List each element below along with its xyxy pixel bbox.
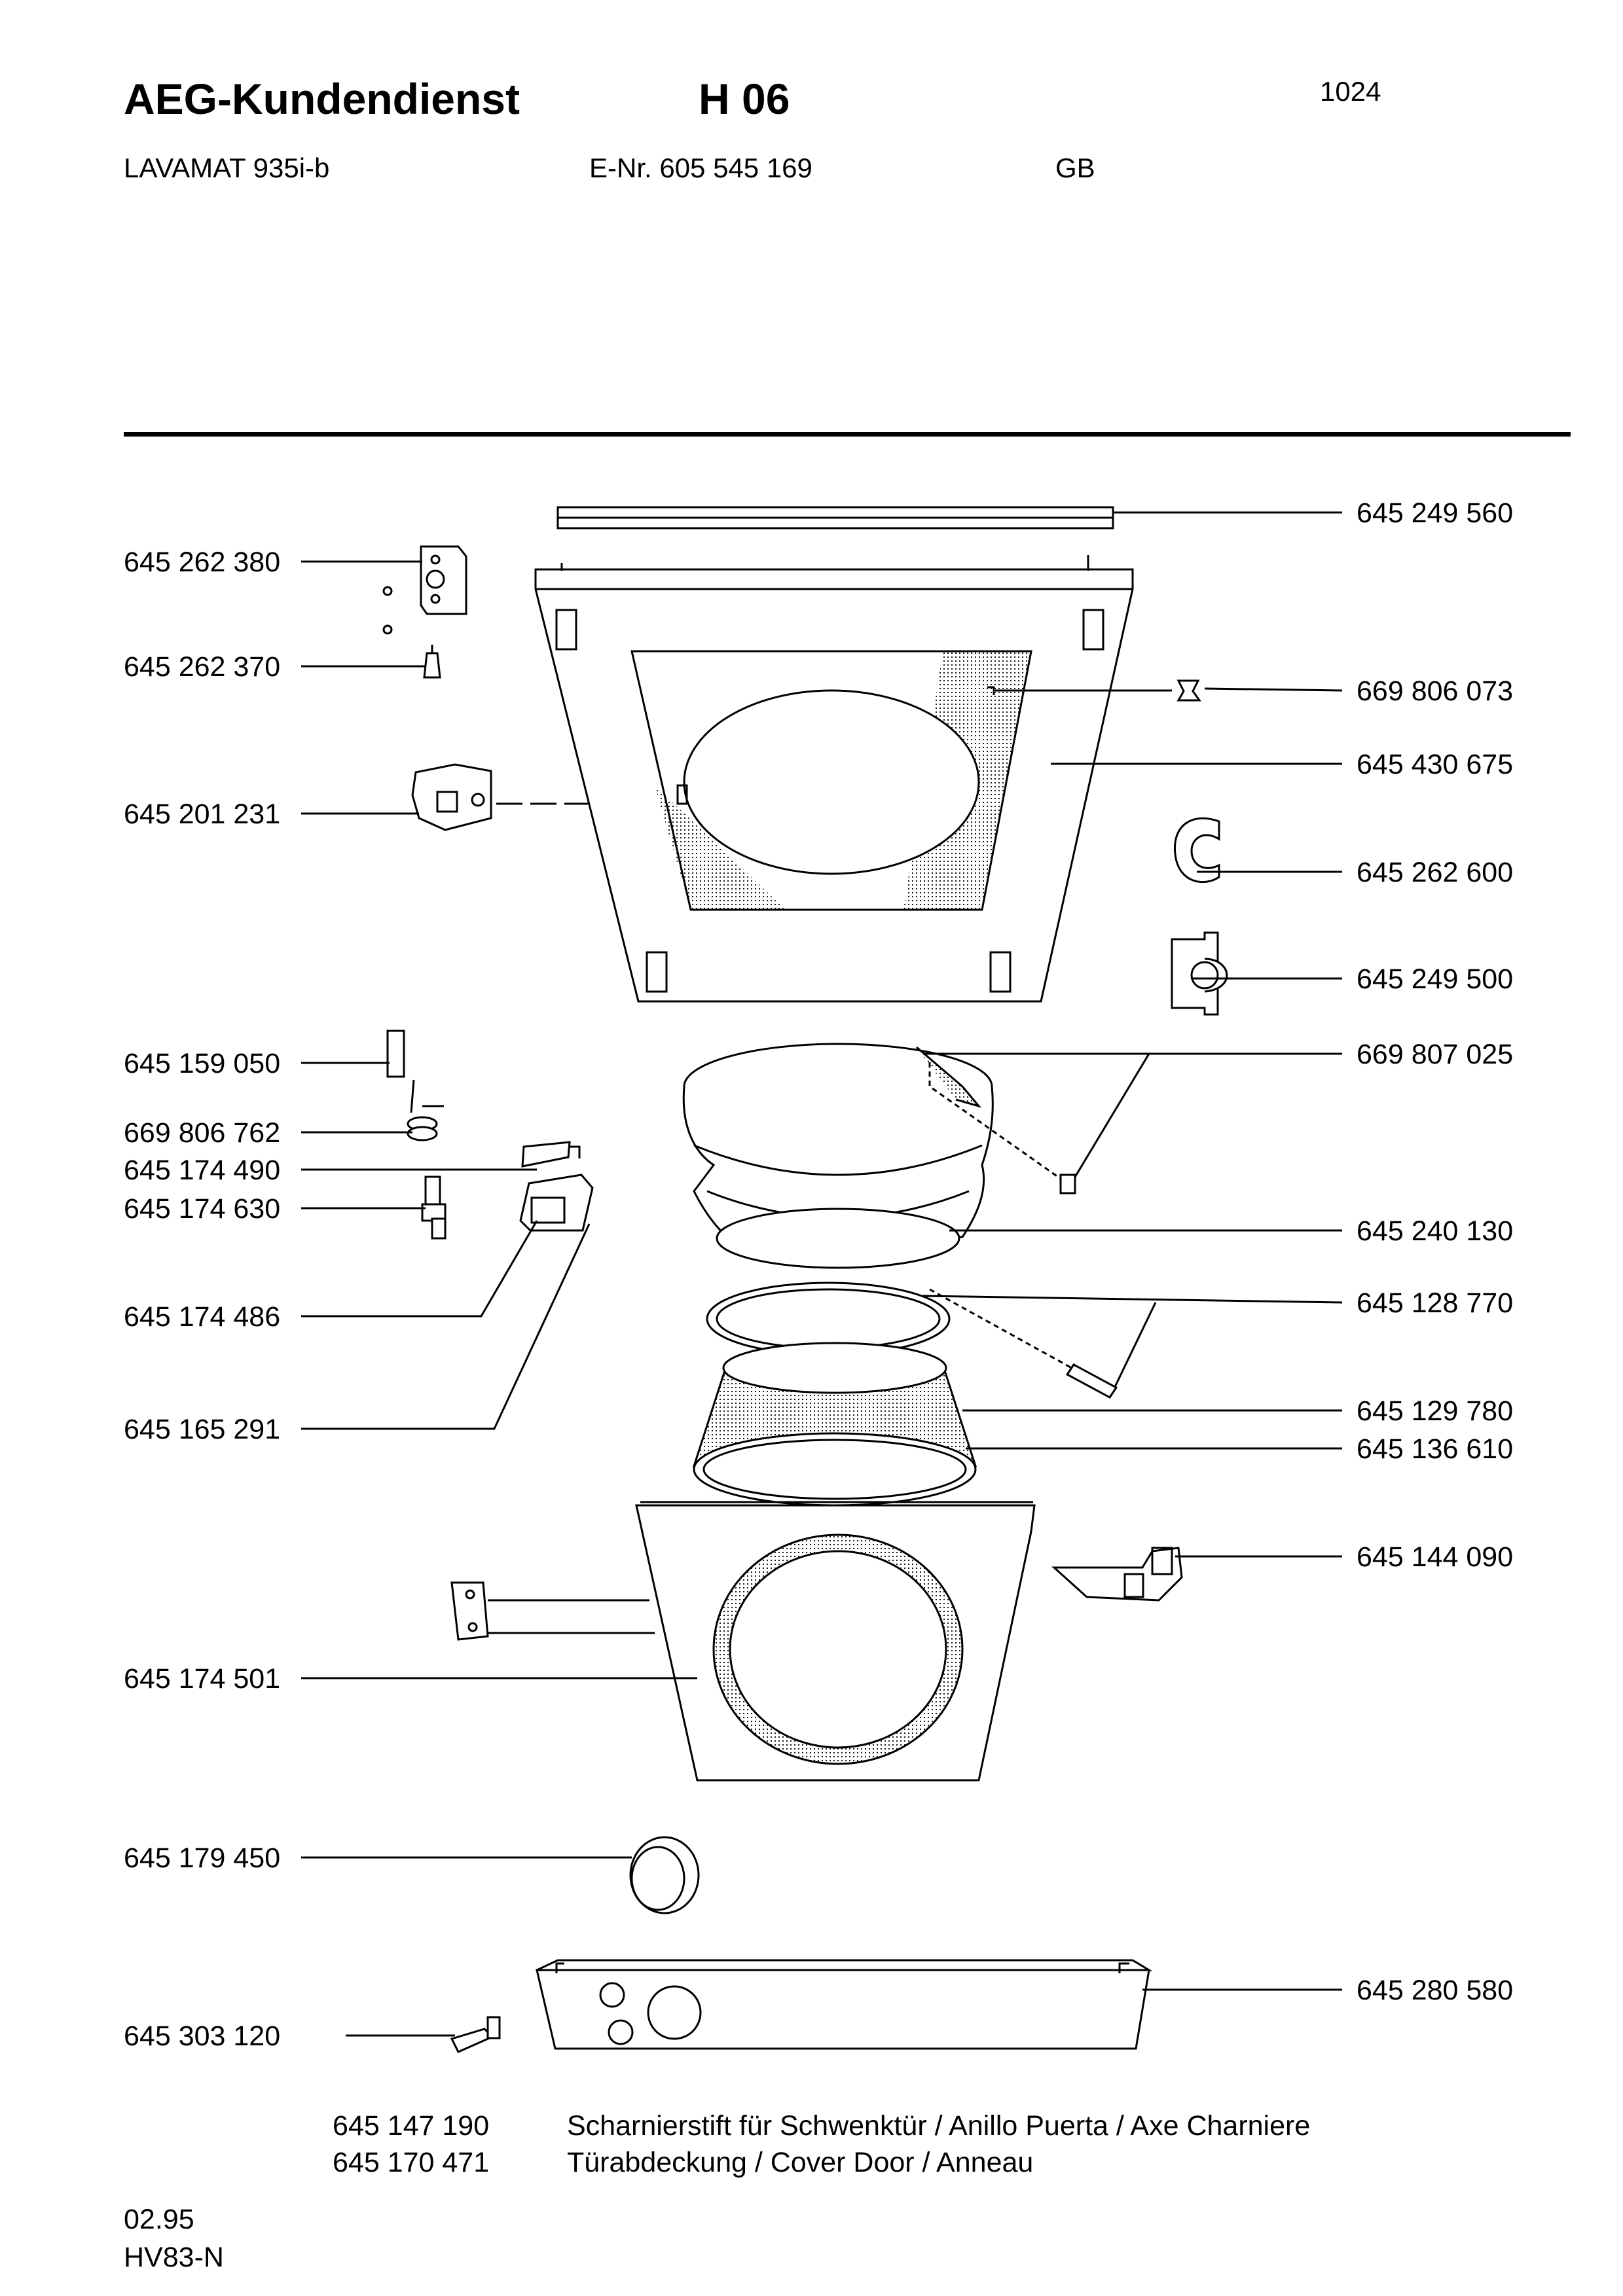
part-label: 645 262 600 <box>1357 857 1514 888</box>
part-label: 645 129 780 <box>1357 1395 1514 1427</box>
door-ring-part <box>629 1836 700 1914</box>
leader-645165291 <box>301 1223 591 1430</box>
base-plate-part <box>536 1959 1153 2050</box>
leader-669806073-b <box>1204 687 1343 692</box>
part-label: 645 262 370 <box>124 651 281 683</box>
footnote-part: 645 147 190 <box>333 2110 490 2142</box>
footnote-desc: Scharnierstift für Schwenktür / Anillo P… <box>567 2110 1311 2142</box>
pin-part-050 <box>386 1030 415 1113</box>
hinge-pin-part <box>423 645 441 679</box>
section-code: H 06 <box>699 75 790 123</box>
footnote-part: 645 170 471 <box>333 2147 490 2178</box>
part-label: 669 807 025 <box>1357 1039 1514 1070</box>
drum-ring-part <box>692 1342 977 1507</box>
part-label: 645 249 500 <box>1357 963 1514 995</box>
model-name: LAVAMAT 935i-b <box>124 152 330 183</box>
part-label: 645 174 630 <box>124 1193 281 1225</box>
hinge-bracket-part-500 <box>1171 931 1228 1016</box>
part-label: 645 262 380 <box>124 547 281 578</box>
header-rule <box>124 432 1571 437</box>
part-label: 669 806 073 <box>1357 675 1514 707</box>
gasket-ring-part <box>716 1208 960 1269</box>
outer-door-part <box>635 1501 1036 1782</box>
upper-door-frame-part <box>534 555 1134 1003</box>
part-label: 645 303 120 <box>124 2020 281 2052</box>
part-label: 645 174 490 <box>124 1155 281 1186</box>
part-label: 645 280 580 <box>1357 1975 1514 2006</box>
bolt-part-630 <box>421 1175 447 1240</box>
clamp-ring-part <box>706 1282 951 1356</box>
door-hinge-part <box>1051 1547 1183 1602</box>
part-label: 645 430 675 <box>1357 749 1514 780</box>
part-label: 645 136 610 <box>1357 1433 1514 1465</box>
country-code: GB <box>1055 152 1095 183</box>
latch-part-490 <box>521 1141 581 1168</box>
screw-dash-line <box>928 1062 1074 1189</box>
hinge-plate-part <box>382 545 467 635</box>
leader-669807025 <box>923 1052 1342 1185</box>
part-label: 645 174 501 <box>124 1663 281 1695</box>
cover-part-486 <box>519 1174 594 1232</box>
key-part-120 <box>450 2016 501 2053</box>
part-label: 645 144 090 <box>1357 1541 1514 1573</box>
door-handle-part <box>450 1581 655 1641</box>
footnote-desc: Türabdeckung / Cover Door / Anneau <box>567 2147 1034 2178</box>
door-lock-part <box>411 763 492 831</box>
part-label: 645 165 291 <box>124 1414 281 1445</box>
e-number: E-Nr. 605 545 169 <box>589 152 812 183</box>
footer-date: 02.95 <box>124 2204 194 2235</box>
leader-645174486 <box>301 1220 538 1318</box>
door-gasket-part <box>682 1043 994 1238</box>
part-label: 645 201 231 <box>124 798 281 830</box>
part-label: 645 128 770 <box>1357 1287 1514 1319</box>
page-number: 1024 <box>1320 76 1381 107</box>
part-label: 645 240 130 <box>1357 1215 1514 1247</box>
clip-part-073 <box>1176 679 1201 702</box>
leader-645128770 <box>922 1295 1343 1391</box>
screw-part <box>1059 1174 1076 1194</box>
part-label: 645 249 560 <box>1357 497 1514 529</box>
part-label: 645 179 450 <box>124 1842 281 1874</box>
hook-part-600 <box>1173 817 1220 883</box>
footer-code: HV83-N <box>124 2242 224 2273</box>
brand-title: AEG-Kundendienst <box>124 75 520 123</box>
tension-spring-part <box>1065 1363 1118 1399</box>
spring-part-762 <box>407 1105 444 1141</box>
top-strip-part <box>556 506 1114 529</box>
part-label: 669 806 762 <box>124 1117 281 1149</box>
part-label: 645 159 050 <box>124 1048 281 1079</box>
part-label: 645 174 486 <box>124 1301 281 1333</box>
